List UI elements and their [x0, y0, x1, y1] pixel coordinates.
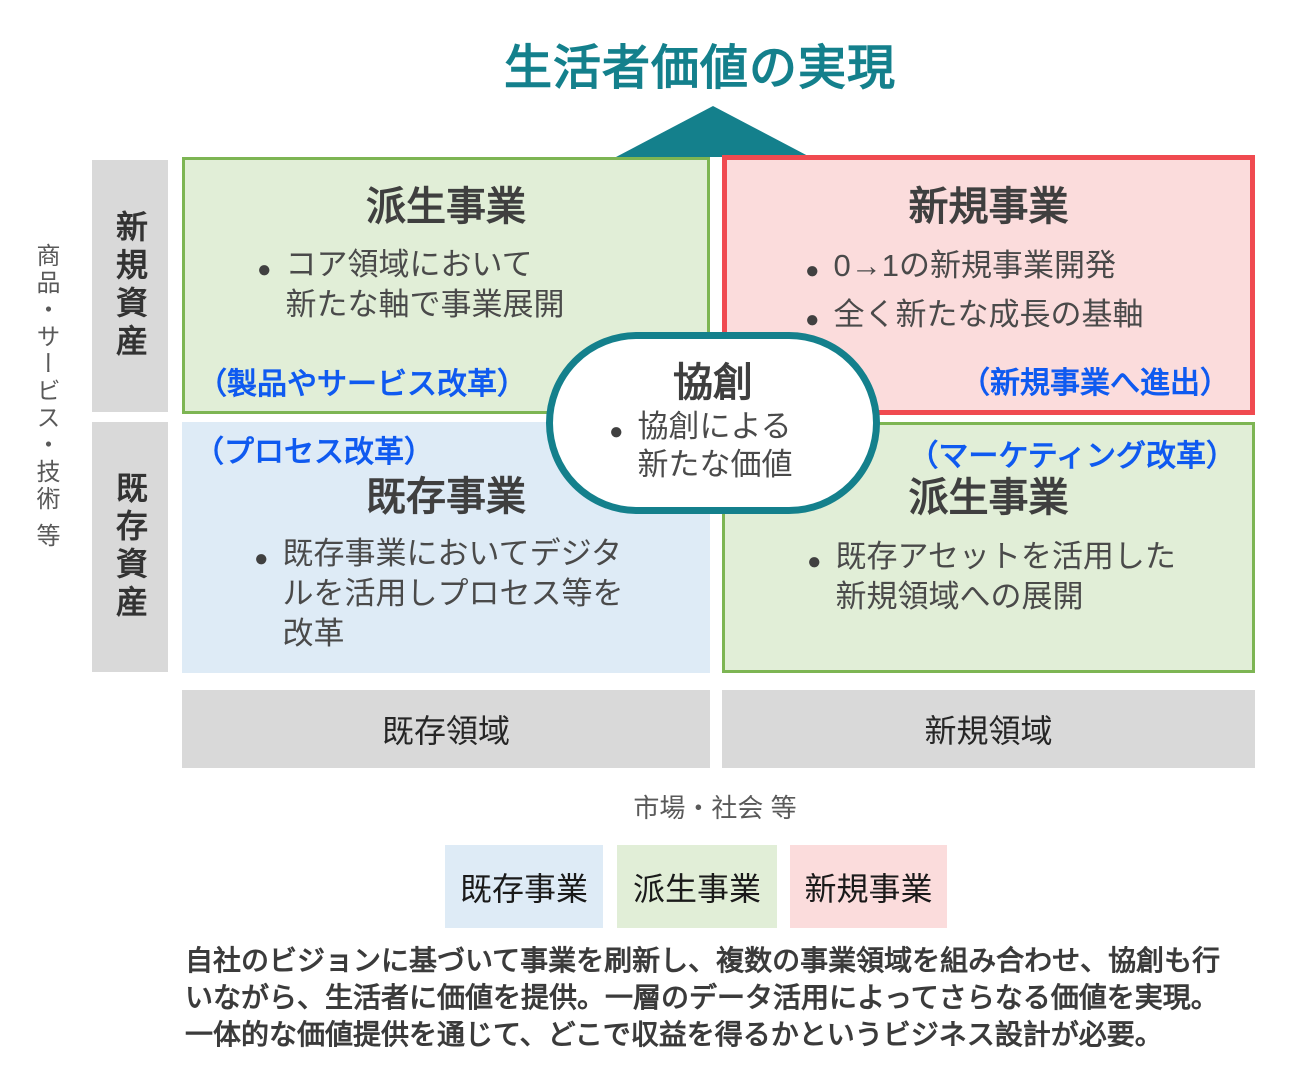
up-arrow-icon [616, 106, 810, 157]
bullet-text: 既存アセットを活用した 新規領域への展開 [835, 539, 1176, 614]
row-label-existing-assets: 既存資産 [92, 422, 168, 672]
col-label-text: 既存領域 [381, 713, 510, 749]
page-title: 生活者価値の実現 [503, 42, 896, 95]
summary-line: いながら、生活者に価値を提供。一層のデータ活用によってさらなる価値を実現。 [185, 982, 1219, 1013]
row-label-text: 既存資産 [112, 471, 148, 623]
bullet-icon: ● [805, 306, 820, 333]
legend-label: 既存事業 [459, 870, 588, 907]
quadrant-title: 派生事業 [366, 185, 526, 229]
quadrant-title: 派生事業 [908, 476, 1069, 520]
y-axis-label: 商品・サービス・技術 等 [32, 243, 59, 550]
row-label-new-assets: 新規資産 [92, 160, 168, 412]
bullet-icon: ● [807, 548, 822, 575]
quadrant-bullets: ● 既存アセットを活用した 新規領域への展開 [807, 537, 1176, 617]
co-creation-oval: 協創 ● 協創による 新たな価値 [546, 332, 880, 514]
row-label-text: 新規資産 [112, 210, 148, 362]
summary-line: 一体的な価値提供を通じて、どこで収益を得るかというビジネス設計が必要。 [185, 1019, 1163, 1050]
reform-tag: （プロセス改革） [194, 436, 434, 469]
quadrant-top-left-derivative-business: 派生事業 ● コア領域において 新たな軸で事業展開 （製品やサービス改革） [182, 157, 710, 414]
bullet-icon: ● [254, 545, 269, 572]
bullet-icon: ● [609, 418, 624, 445]
reform-tag: （製品やサービス改革） [197, 368, 527, 401]
bullet-text: コア領域において 新たな軸で事業展開 [285, 247, 565, 322]
bullet-item: ● 既存事業においてデジタ ルを活用しプロセス等を 改革 [254, 534, 624, 654]
bullet-text: 全く新たな成長の基軸 [833, 297, 1144, 332]
bullet-item: ● 協創による 新たな価値 [609, 408, 793, 484]
quadrant-bullets: ● 0→1の新規事業開発 ● 全く新たな成長の基軸 [805, 244, 1144, 342]
col-label-text: 新規領域 [924, 713, 1053, 749]
quadrant-bullets: ● 既存事業においてデジタ ルを活用しプロセス等を 改革 [254, 534, 624, 654]
reform-tag: （マーケティング改革） [908, 440, 1236, 473]
bullet-icon: ● [257, 256, 272, 283]
bullet-text: 既存事業においてデジタ ルを活用しプロセス等を 改革 [282, 536, 624, 651]
quadrant-title: 既存事業 [366, 475, 526, 519]
bullet-item: ● コア領域において 新たな軸で事業展開 [257, 245, 565, 325]
legend-label: 派生事業 [632, 870, 761, 907]
summary-paragraph: 自社のビジョンに基づいて事業を刷新し、複数の事業領域を組み合わせ、協創も行 いな… [185, 942, 1265, 1053]
reform-tag: （新規事業へ進出） [960, 367, 1230, 400]
oval-bullets: ● 協創による 新たな価値 [609, 408, 793, 484]
bullet-item: ● 全く新たな成長の基軸 [805, 293, 1144, 342]
x-axis-label: 市場・社会 等 [633, 793, 797, 823]
quadrant-title: 新規事業 [908, 185, 1069, 229]
col-label-new-domain: 新規領域 [722, 690, 1255, 768]
bullet-text: 0→1の新規事業開発 [833, 248, 1116, 283]
legend-new-business: 新規事業 [790, 845, 947, 928]
col-label-existing-domain: 既存領域 [182, 690, 710, 768]
bullet-item: ● 0→1の新規事業開発 [805, 244, 1144, 293]
legend-derivative-business: 派生事業 [617, 845, 777, 928]
summary-line: 自社のビジョンに基づいて事業を刷新し、複数の事業領域を組み合わせ、協創も行 [185, 945, 1221, 976]
legend-label: 新規事業 [804, 870, 933, 907]
legend-existing-business: 既存事業 [445, 845, 603, 928]
bullet-text: 協創による 新たな価値 [637, 409, 793, 482]
oval-title: 協創 [673, 361, 753, 405]
bullet-item: ● 既存アセットを活用した 新規領域への展開 [807, 537, 1176, 617]
quadrant-bullets: ● コア領域において 新たな軸で事業展開 [257, 245, 565, 325]
bullet-icon: ● [805, 257, 820, 284]
